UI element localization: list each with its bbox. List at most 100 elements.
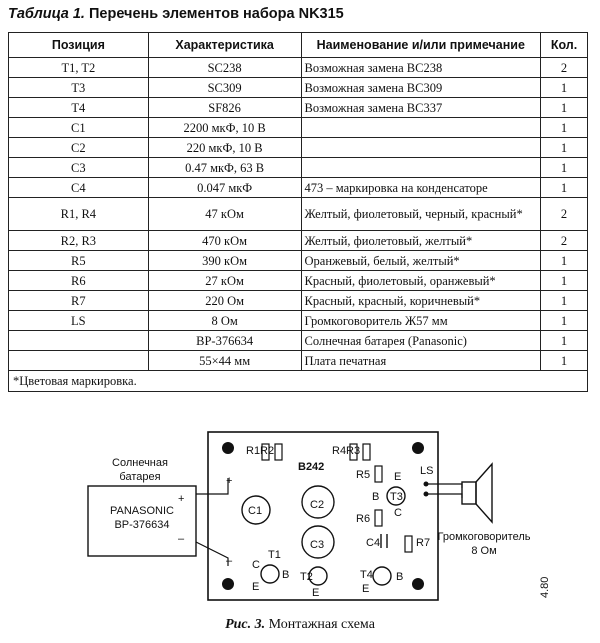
table-caption-title: Перечень элементов набора NK315 xyxy=(88,6,344,22)
transistor-t1 xyxy=(260,564,280,584)
cell-characteristic: 0.47 мкФ, 63 В xyxy=(147,157,302,178)
cell-note: Громкоговоритель Ж57 мм xyxy=(300,310,542,331)
cell-position: R1, R4 xyxy=(8,197,149,231)
panel-label-line2: BP-376634 xyxy=(114,519,169,531)
speaker-value: 8 Ом xyxy=(471,545,496,557)
cell-characteristic: 27 кОм xyxy=(147,270,302,291)
cell-characteristic: SF826 xyxy=(147,97,302,118)
assembly-diagram-svg: Солнечная батарея PANASONIC BP-376634 + … xyxy=(87,431,551,601)
t3-pin-e: E xyxy=(394,471,401,483)
cell-position xyxy=(8,350,149,371)
transistor-t3 xyxy=(386,486,406,506)
cell-position: R5 xyxy=(8,250,149,271)
label-t1: T1 xyxy=(268,549,281,561)
cell-position: C1 xyxy=(8,117,149,138)
cell-qty: 1 xyxy=(540,350,588,371)
cell-characteristic: 2200 мкФ, 10 В xyxy=(147,117,302,138)
resistor-r4 xyxy=(349,443,358,461)
t3-pin-b: B xyxy=(372,491,379,503)
label-c3: C3 xyxy=(310,539,324,551)
cell-position: T4 xyxy=(8,97,149,118)
wire-plus xyxy=(196,478,229,495)
table-row: T1, T2 SC238 Возможная замена BC238 2 xyxy=(8,57,588,78)
t2-pin-e: E xyxy=(312,587,319,599)
table-row: R5 390 кОм Оранжевый, белый, желтый* 1 xyxy=(8,250,588,271)
cell-qty: 1 xyxy=(540,310,588,331)
cell-position xyxy=(8,330,149,351)
cell-position: C2 xyxy=(8,137,149,158)
table-row: C2 220 мкФ, 10 В 1 xyxy=(8,137,588,158)
table-row: T3 SC309 Возможная замена BC309 1 xyxy=(8,77,588,98)
t4-pin-b: B xyxy=(396,571,403,583)
label-ls: LS xyxy=(420,465,433,477)
cell-qty: 1 xyxy=(540,97,588,118)
solar-label-line2: батарея xyxy=(119,471,160,483)
panel-plus-mark: + xyxy=(178,493,184,505)
cell-note: Возможная замена BC337 xyxy=(300,97,542,118)
cell-qty: 1 xyxy=(540,77,588,98)
label-r7: R7 xyxy=(416,537,430,549)
cell-characteristic: 0.047 мкФ xyxy=(147,177,302,198)
cell-note: Плата печатная xyxy=(300,350,542,371)
figure-caption: Рис. 3. Монтажная схема xyxy=(0,617,600,633)
panel-minus-mark: – xyxy=(178,533,185,545)
cell-note: Возможная замена BC309 xyxy=(300,77,542,98)
cell-note: Оранжевый, белый, желтый* xyxy=(300,250,542,271)
cell-characteristic: 220 мкФ, 10 В xyxy=(147,137,302,158)
cell-position: T1, T2 xyxy=(8,57,149,78)
table-row: LS 8 Ом Громкоговоритель Ж57 мм 1 xyxy=(8,310,588,331)
header-characteristic: Характеристика xyxy=(147,32,302,58)
label-c2: C2 xyxy=(310,499,324,511)
label-r6: R6 xyxy=(356,513,370,525)
cell-qty: 1 xyxy=(540,270,588,291)
speaker-label: Громкоговоритель xyxy=(438,531,531,543)
cell-characteristic: 470 кОм xyxy=(147,230,302,251)
panel-label-line1: PANASONIC xyxy=(110,505,174,517)
label-r5: R5 xyxy=(356,469,370,481)
speaker-cone-icon xyxy=(475,462,493,524)
elements-table: Позиция Характеристика Наименование и/ил… xyxy=(8,32,588,392)
cell-note: Красный, фиолетовый, оранжевый* xyxy=(300,270,542,291)
board-plus-mark: + xyxy=(226,475,232,487)
cell-characteristic: 390 кОм xyxy=(147,250,302,271)
t3-pin-c: C xyxy=(394,507,402,519)
cell-position: C3 xyxy=(8,157,149,178)
t4-pin-e: E xyxy=(362,583,369,595)
table-header-row: Позиция Характеристика Наименование и/ил… xyxy=(8,32,588,58)
cell-characteristic: SC238 xyxy=(147,57,302,78)
table-caption-prefix: Таблица 1. xyxy=(8,6,85,22)
cell-qty: 1 xyxy=(540,137,588,158)
resistor-r1 xyxy=(261,443,270,461)
table-row: R2, R3 470 кОм Желтый, фиолетовый, желты… xyxy=(8,230,588,251)
cell-position: R7 xyxy=(8,290,149,311)
table-caption: Таблица 1. Перечень элементов набора NK3… xyxy=(8,6,344,22)
cell-qty: 2 xyxy=(540,57,588,78)
solar-panel xyxy=(87,485,197,557)
header-name-note: Наименование и/или примечание xyxy=(300,32,542,58)
figure-caption-prefix: Рис. 3. xyxy=(225,617,266,632)
table-footnote-row: *Цветовая маркировка. xyxy=(8,370,588,392)
label-t2: T2 xyxy=(300,571,313,583)
table-row: BP-376634 Солнечная батарея (Panasonic) … xyxy=(8,330,588,351)
cell-characteristic: 47 кОм xyxy=(147,197,302,231)
speaker-body xyxy=(461,481,477,505)
table-row: C1 2200 мкФ, 10 В 1 xyxy=(8,117,588,138)
table-row: C3 0.47 мкФ, 63 В 1 xyxy=(8,157,588,178)
cell-note: Красный, красный, коричневый* xyxy=(300,290,542,311)
cell-position: C4 xyxy=(8,177,149,198)
table-row: R1, R4 47 кОм Желтый, фиолетовый, черный… xyxy=(8,197,588,231)
cell-characteristic: 55×44 мм xyxy=(147,350,302,371)
mounting-hole xyxy=(412,578,424,590)
capacitor-c1 xyxy=(241,495,271,525)
t1-pin-c: C xyxy=(252,559,260,571)
cell-qty: 2 xyxy=(540,197,588,231)
cell-characteristic: 8 Ом xyxy=(147,310,302,331)
table-row: T4 SF826 Возможная замена BC337 1 xyxy=(8,97,588,118)
wire-minus xyxy=(195,541,229,566)
board-name: B242 xyxy=(298,461,324,473)
table-footnote: *Цветовая маркировка. xyxy=(8,370,588,392)
resistor-r6 xyxy=(374,509,383,527)
wire-speaker-2 xyxy=(426,493,463,498)
cell-characteristic: SC309 xyxy=(147,77,302,98)
resistor-r3 xyxy=(362,443,371,461)
